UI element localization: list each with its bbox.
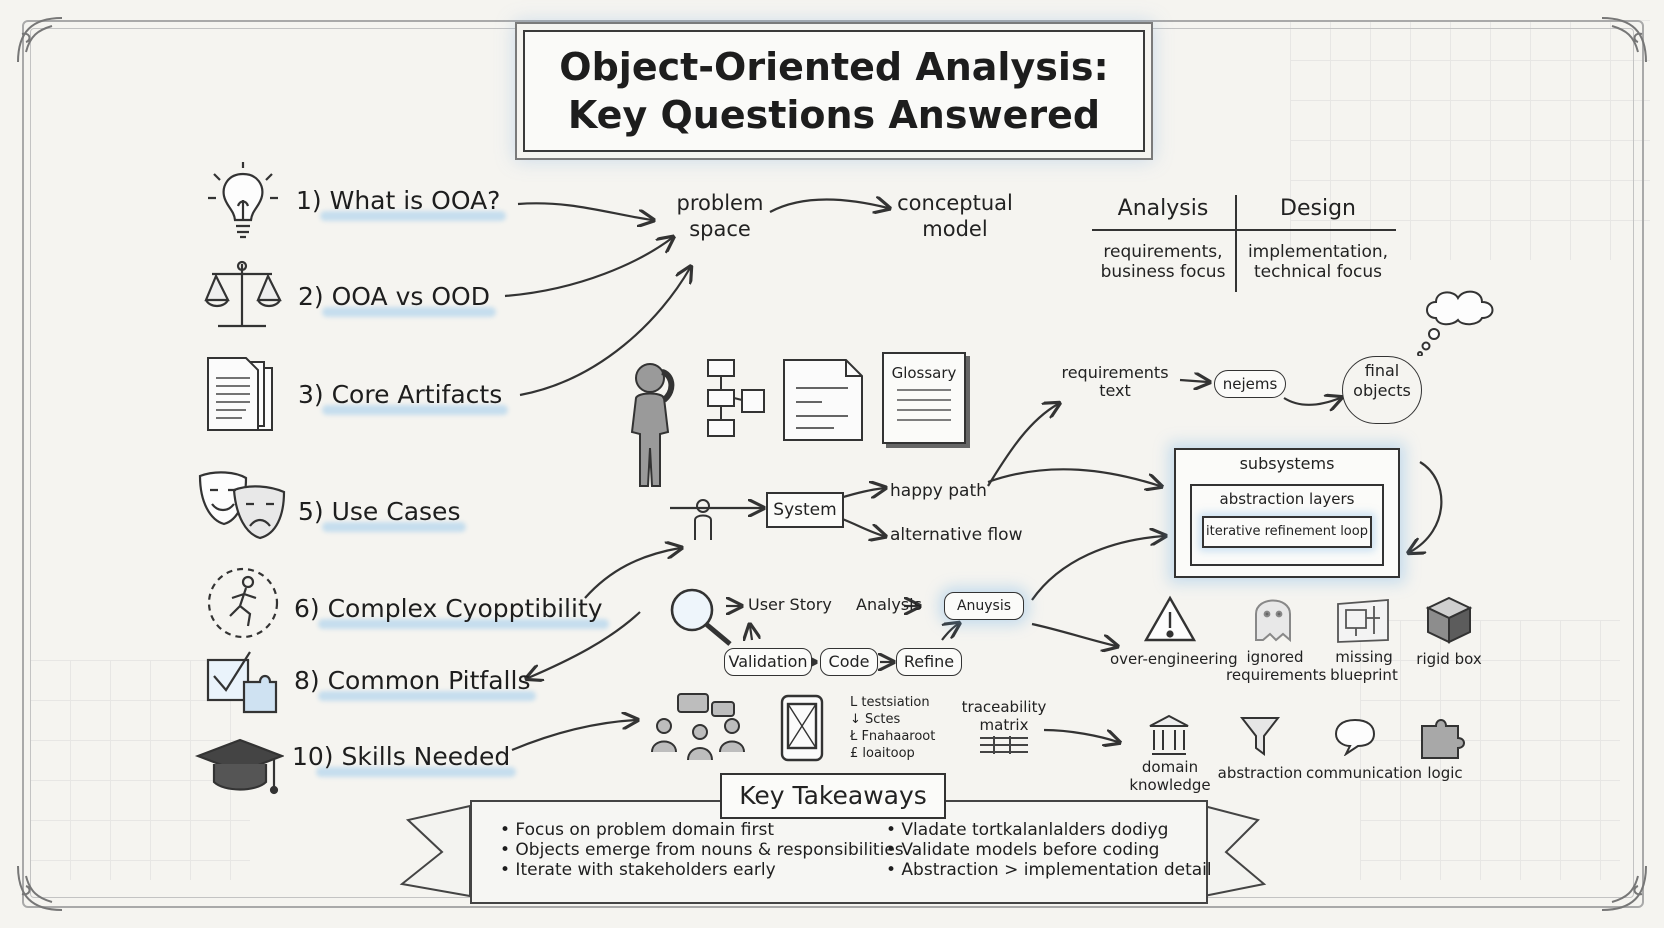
- happy-path-label: happy path: [890, 481, 987, 501]
- takeaway-item: • Validate models before coding: [886, 840, 1160, 860]
- background-grid: [1360, 620, 1620, 880]
- pitfall-label: over-engineering: [1110, 650, 1238, 668]
- abstraction-layers-box: abstraction layers iterative refinement …: [1190, 484, 1384, 566]
- pitfall-label: ignored requirements: [1226, 648, 1327, 684]
- code-pill: Code: [820, 648, 878, 676]
- skills-misc-list: L testsiation ↓ Sctes Ł Fnahaaroot £ loa…: [850, 694, 950, 762]
- misc-list-item: £ loaitoop: [850, 746, 915, 761]
- corner-flourish-icon: [17, 865, 63, 911]
- subsystems-label: subsystems: [1239, 454, 1335, 473]
- document-form-icon: [783, 359, 863, 441]
- design-header: Design: [1280, 196, 1356, 221]
- analysis-description: requirements, business focus: [1100, 242, 1226, 282]
- page-title: Object-Oriented Analysis: Key Questions …: [523, 30, 1145, 152]
- magnifier-icon: [670, 588, 732, 646]
- skill-label: abstraction: [1217, 764, 1303, 782]
- cube-icon: [1425, 596, 1473, 644]
- nouns-bubble: nejems: [1214, 370, 1286, 398]
- refine-pill: Refine: [896, 648, 962, 676]
- glossary-label: Glossary: [891, 364, 957, 382]
- title-line-2: Key Questions Answered: [567, 93, 1101, 137]
- corner-flourish-icon: [17, 17, 63, 63]
- analysis-step-label: Analysis: [856, 595, 922, 614]
- takeaway-item: • Iterate with stakeholders early: [500, 860, 776, 880]
- system-box: System: [766, 492, 844, 528]
- corner-flourish-icon: [1601, 865, 1647, 911]
- question-common-pitfalls: 8) Common Pitfalls: [294, 666, 537, 701]
- running-figure-icon: [207, 567, 279, 639]
- takeaway-item: • Objects emerge from nouns & responsibi…: [500, 840, 904, 860]
- takeaways-title: Key Takeaways: [720, 773, 946, 819]
- theater-masks-icon: [198, 471, 286, 540]
- skill-label: domain knowledge: [1129, 758, 1211, 794]
- problem-space-label: problem space: [676, 191, 764, 241]
- scales-icon: [204, 260, 282, 328]
- traceability-label: traceability matrix: [961, 698, 1047, 734]
- takeaway-item: • Abstraction > implementation detail: [886, 860, 1212, 880]
- takeaway-item: • Vladate tortkalanlalders dodiyg: [886, 820, 1169, 840]
- conceptual-model-label: conceptual model: [897, 191, 1013, 241]
- lightbulb-icon: [208, 162, 278, 239]
- building-icon: [1149, 714, 1189, 755]
- book-lines-icon: [897, 389, 951, 421]
- blueprint-icon: [1337, 599, 1389, 643]
- iterative-loop-box: iterative refinement loop: [1202, 516, 1372, 548]
- matrix-grid-icon: [980, 736, 1028, 754]
- question-complex: 6) Complex Cyopptibility: [294, 594, 609, 629]
- subsystems-box: subsystems abstraction layers iterative …: [1174, 448, 1400, 578]
- final-objects-bubble: final objects: [1342, 356, 1422, 424]
- misc-list-item: L testsiation: [850, 695, 930, 710]
- requirements-text-label: requirements text: [1061, 363, 1169, 400]
- misc-list-item: ↓ Sctes: [850, 712, 901, 727]
- pitfall-label: rigid box: [1416, 650, 1482, 668]
- question-skills-needed: 10) Skills Needed: [292, 742, 517, 777]
- documents-icon: [207, 357, 273, 431]
- analysis-header: Analysis: [1117, 196, 1209, 221]
- background-grid: [1290, 20, 1650, 260]
- question-what-is-ooa: 1) What is OOA?: [296, 186, 507, 221]
- validation-pill: Validation: [724, 648, 812, 676]
- speech-bubble-icon: [1334, 718, 1376, 756]
- corner-flourish-icon: [1601, 17, 1647, 63]
- pitfall-label: missing blueprint: [1330, 648, 1398, 684]
- glossary-book: Glossary: [882, 352, 966, 444]
- thought-cloud-icon: [1417, 290, 1494, 356]
- abstraction-layers-label: abstraction layers: [1219, 490, 1355, 508]
- checkbox-puzzle-icon: [206, 651, 278, 714]
- team-discussion-icon: [651, 693, 745, 761]
- puzzle-icon: [1421, 719, 1465, 759]
- ghost-icon: [1255, 599, 1291, 643]
- misc-list-item: Ł Fnahaaroot: [850, 729, 936, 744]
- thinking-person-icon: [630, 363, 675, 487]
- design-description: implementation, technical focus: [1247, 242, 1389, 282]
- title-line-1: Object-Oriented Analysis:: [559, 45, 1109, 89]
- actor-icon: [694, 499, 712, 540]
- class-diagram-icon: [707, 359, 765, 437]
- alternative-flow-label: alternative flow: [890, 525, 1023, 545]
- question-use-cases: 5) Use Cases: [298, 497, 467, 532]
- question-core-artifacts: 3) Core Artifacts: [298, 380, 509, 415]
- mobile-device-icon: [780, 694, 824, 762]
- funnel-icon: [1240, 717, 1280, 756]
- anuysis-pill: Anuysis: [944, 592, 1024, 620]
- skill-label: communication: [1306, 764, 1423, 782]
- user-story-label: User Story: [748, 595, 832, 614]
- question-ooa-vs-ood: 2) OOA vs OOD: [298, 282, 496, 317]
- page-border: [22, 20, 1644, 908]
- takeaway-item: • Focus on problem domain first: [500, 820, 775, 840]
- warning-icon: [1143, 595, 1197, 642]
- graduation-cap-icon: [194, 738, 284, 795]
- skill-label: logic: [1427, 764, 1463, 782]
